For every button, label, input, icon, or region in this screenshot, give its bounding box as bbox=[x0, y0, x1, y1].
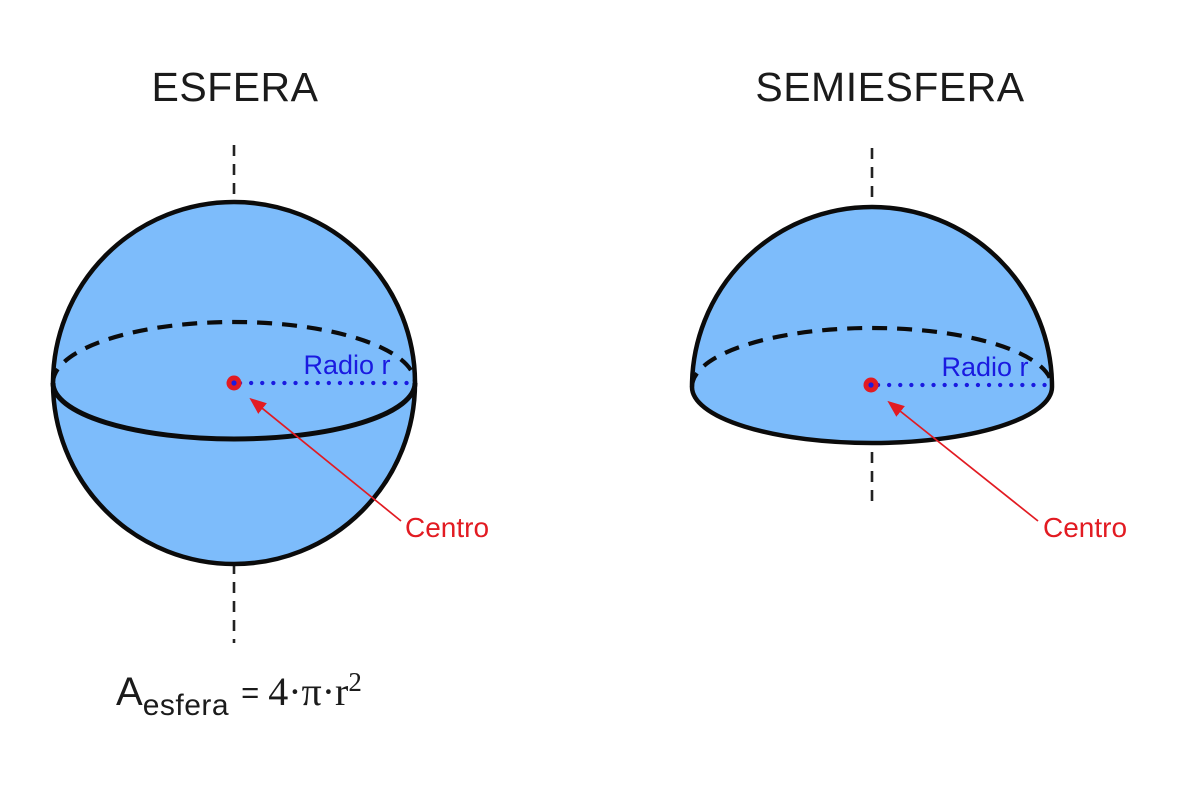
sphere-area-formula: Aesfera =4·π·r2 bbox=[116, 667, 362, 722]
sphere-center-label: Centro bbox=[405, 512, 489, 543]
hemisphere-center-arrow bbox=[887, 400, 1039, 522]
hemisphere-body bbox=[689, 204, 1055, 446]
hemisphere-center-label: Centro bbox=[1043, 512, 1127, 543]
sphere-center-arrow bbox=[249, 397, 402, 522]
sphere-figure: ESFERA Radio r Centro bbox=[50, 64, 489, 643]
hemisphere-figure: SEMIESFERA Radio r Centro bbox=[689, 64, 1127, 543]
formula-variable: A bbox=[116, 670, 143, 714]
sphere-equator-front bbox=[50, 382, 418, 442]
hemisphere-title: SEMIESFERA bbox=[755, 64, 1024, 110]
formula-equals: = bbox=[241, 675, 260, 710]
sphere-title: ESFERA bbox=[151, 64, 318, 110]
sphere-center-dot-core bbox=[231, 380, 237, 386]
sphere-equator-back bbox=[50, 319, 418, 384]
hemisphere-base-back bbox=[689, 325, 1055, 388]
hemisphere-center-dot-core bbox=[868, 382, 874, 388]
hemisphere-radius-label: Radio r bbox=[941, 352, 1028, 382]
formula-expression: 4·π·r bbox=[268, 669, 349, 714]
formula-exponent: 2 bbox=[348, 667, 362, 697]
sphere-radius-label: Radio r bbox=[303, 350, 390, 380]
formula-subscript: esfera bbox=[142, 689, 230, 722]
